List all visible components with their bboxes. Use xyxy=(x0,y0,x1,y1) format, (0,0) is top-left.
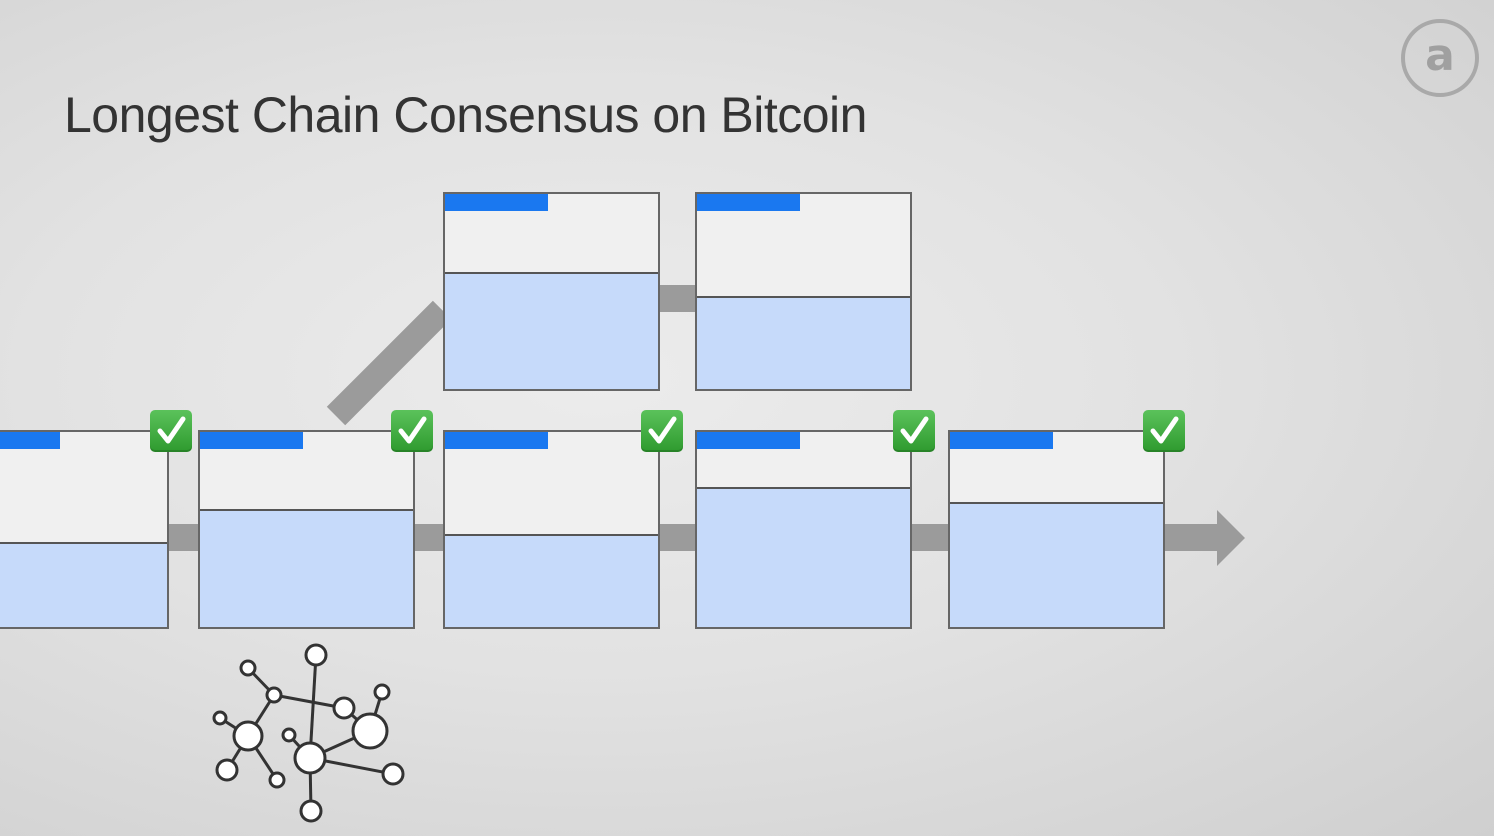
check-mark-icon xyxy=(641,410,683,452)
block-header-bar xyxy=(950,432,1053,449)
block-body xyxy=(200,509,413,627)
block-header-bar xyxy=(697,194,800,211)
block-body xyxy=(697,487,910,627)
block-header-bar xyxy=(697,432,800,449)
fork-link xyxy=(657,285,699,312)
brand-logo: a xyxy=(1401,19,1479,97)
block-body xyxy=(445,534,658,627)
block-header-bar xyxy=(445,194,548,211)
fork-block xyxy=(443,192,660,391)
fork-block xyxy=(695,192,912,391)
chain-block xyxy=(695,430,912,629)
block-body xyxy=(0,542,167,627)
fork-branch-link xyxy=(326,300,452,426)
logo-letter: a xyxy=(1425,29,1455,81)
block-header-bar xyxy=(200,432,303,449)
arrow-right-icon xyxy=(1163,510,1245,566)
chain-link xyxy=(909,524,951,551)
block-body xyxy=(697,296,910,389)
block-body xyxy=(950,502,1163,627)
chain-link xyxy=(166,524,202,551)
chain-link xyxy=(657,524,699,551)
check-mark-icon xyxy=(1143,410,1185,452)
check-mark-icon xyxy=(150,410,192,452)
chain-block xyxy=(443,430,660,629)
chain-block xyxy=(198,430,415,629)
block-header-bar xyxy=(445,432,548,449)
check-mark-icon xyxy=(893,410,935,452)
network-graph-icon xyxy=(212,643,405,823)
slide-title: Longest Chain Consensus on Bitcoin xyxy=(64,87,867,143)
block-body xyxy=(445,272,658,389)
chain-block xyxy=(0,430,169,629)
block-header-bar xyxy=(0,432,60,449)
chain-link xyxy=(411,524,447,551)
chain-block xyxy=(948,430,1165,629)
check-mark-icon xyxy=(391,410,433,452)
